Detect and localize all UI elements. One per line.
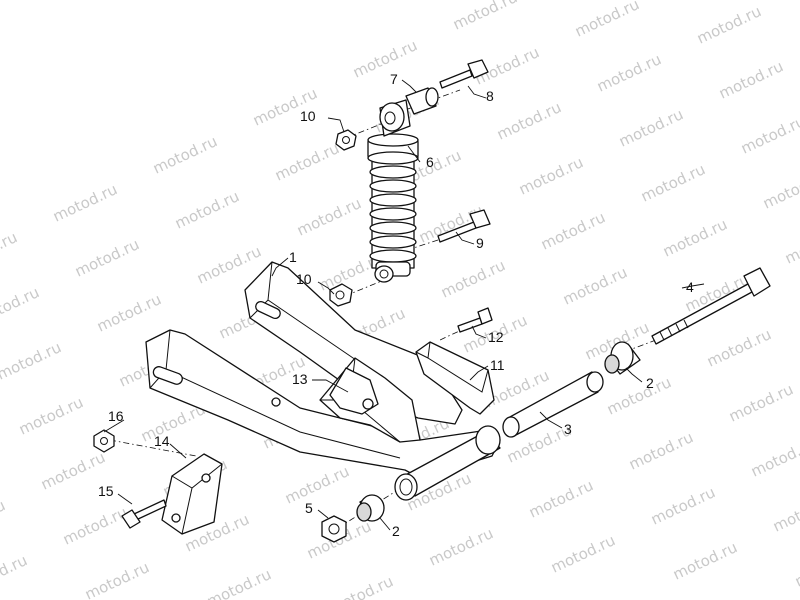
watermark-text: motod.ru	[0, 228, 20, 273]
shock-absorber	[367, 99, 419, 283]
callout-14: 14	[154, 433, 170, 449]
spring-coil	[369, 207, 417, 221]
watermark-text: motod.ru	[748, 435, 800, 480]
bolt-12	[457, 307, 493, 333]
callout-labels: 1 10 7 8 6 9 10 12 11 13 4 2 3 16 14 15 …	[98, 71, 694, 539]
spring-coil	[369, 221, 417, 235]
callout-8: 8	[486, 88, 494, 104]
callout-5: 5	[305, 500, 313, 516]
watermark-text: motod.ru	[626, 428, 696, 473]
watermark-text: motod.ru	[60, 503, 130, 548]
callout-11: 11	[490, 357, 505, 373]
watermark-text: motod.ru	[648, 483, 718, 528]
bushing-2-lower	[356, 494, 385, 522]
watermark-text: motod.ru	[792, 545, 800, 590]
watermark-text: motod.ru	[16, 393, 86, 438]
watermark-text: motod.ru	[150, 132, 220, 177]
watermark-text: motod.ru	[294, 194, 364, 239]
spring-coil	[369, 249, 417, 263]
pivot-bolt	[651, 267, 771, 345]
callout-13: 13	[292, 371, 308, 387]
watermark-text: motod.ru	[660, 215, 730, 260]
watermark-text: motod.ru	[82, 558, 152, 600]
callout-10-upper: 10	[300, 108, 316, 124]
callout-7: 7	[390, 71, 398, 87]
callout-2-lower: 2	[392, 523, 400, 539]
watermark-text: motod.ru	[516, 153, 586, 198]
watermark-text: motod.ru	[548, 531, 618, 576]
callout-16: 16	[108, 408, 124, 424]
spring-coil	[369, 179, 417, 193]
watermark-text: motod.ru	[726, 380, 796, 425]
watermark-text: motod.ru	[438, 256, 508, 301]
watermark-text: motod.ru	[526, 476, 596, 521]
watermark-text: motod.ru	[594, 50, 664, 95]
watermark-text: motod.ru	[560, 263, 630, 308]
watermark-text: motod.ru	[172, 187, 242, 232]
leader-lines	[103, 79, 705, 531]
bushing-2-upper	[604, 341, 641, 375]
nut-16	[93, 429, 115, 453]
watermark-text: motod.ru	[426, 524, 496, 569]
watermark-text: motod.ru	[494, 98, 564, 143]
watermark-text: motod.ru	[272, 139, 342, 184]
shock-spacer	[405, 87, 439, 115]
watermark-text: motod.ru	[50, 180, 120, 225]
watermark-text: motod.ru	[282, 462, 352, 507]
callout-12: 12	[488, 329, 504, 345]
callout-4: 4	[686, 279, 694, 295]
bracket-block-14	[161, 453, 223, 535]
watermark-text: motod.ru	[0, 338, 64, 383]
watermark-text: motod.ru	[616, 105, 686, 150]
watermark-text: motod.ru	[204, 565, 274, 600]
spring-coil	[369, 193, 417, 207]
callout-10-lower: 10	[296, 271, 312, 287]
watermark-text: motod.ru	[782, 222, 800, 267]
callout-15: 15	[98, 483, 114, 499]
nut-10-upper	[335, 129, 357, 151]
nut-5	[321, 515, 347, 543]
callout-9: 9	[476, 235, 484, 251]
nut-10-lower	[329, 283, 353, 307]
watermark-text: motod.ru	[638, 160, 708, 205]
watermark-text: motod.ru	[760, 167, 800, 212]
watermark-text: motod.ru	[572, 0, 642, 41]
watermark-text: motod.ru	[716, 57, 786, 102]
watermark-text: motod.ru	[0, 496, 8, 541]
watermark-text: motod.ru	[538, 208, 608, 253]
pivot-sleeve	[502, 371, 604, 438]
watermark-text: motod.ru	[72, 235, 142, 280]
shock-mount-bracket	[329, 367, 379, 415]
watermark-text: motod.ru	[350, 36, 420, 81]
callout-1: 1	[289, 249, 297, 265]
chain-slider	[415, 341, 495, 415]
spring-coil	[369, 165, 417, 179]
watermark-text: motod.ru	[450, 0, 520, 34]
watermark-text: motod.ru	[0, 283, 42, 328]
callout-2-upper: 2	[646, 375, 654, 391]
watermark-text: motod.ru	[704, 325, 774, 370]
bolt-9	[437, 209, 491, 243]
callout-6: 6	[426, 154, 434, 170]
watermark-text: motod.ru	[326, 572, 396, 600]
callout-3: 3	[564, 421, 572, 437]
watermark-text: motod.ru	[738, 112, 800, 157]
spring-coil	[369, 235, 417, 249]
watermark-text: motod.ru	[670, 538, 740, 583]
watermark-text: motod.ru	[694, 2, 764, 47]
watermark-text: motod.ru	[770, 490, 800, 535]
watermark-text: motod.ru	[94, 290, 164, 335]
bolt-8	[439, 59, 489, 89]
bolt-15	[121, 499, 167, 529]
watermark-text: motod.ru	[0, 551, 30, 596]
